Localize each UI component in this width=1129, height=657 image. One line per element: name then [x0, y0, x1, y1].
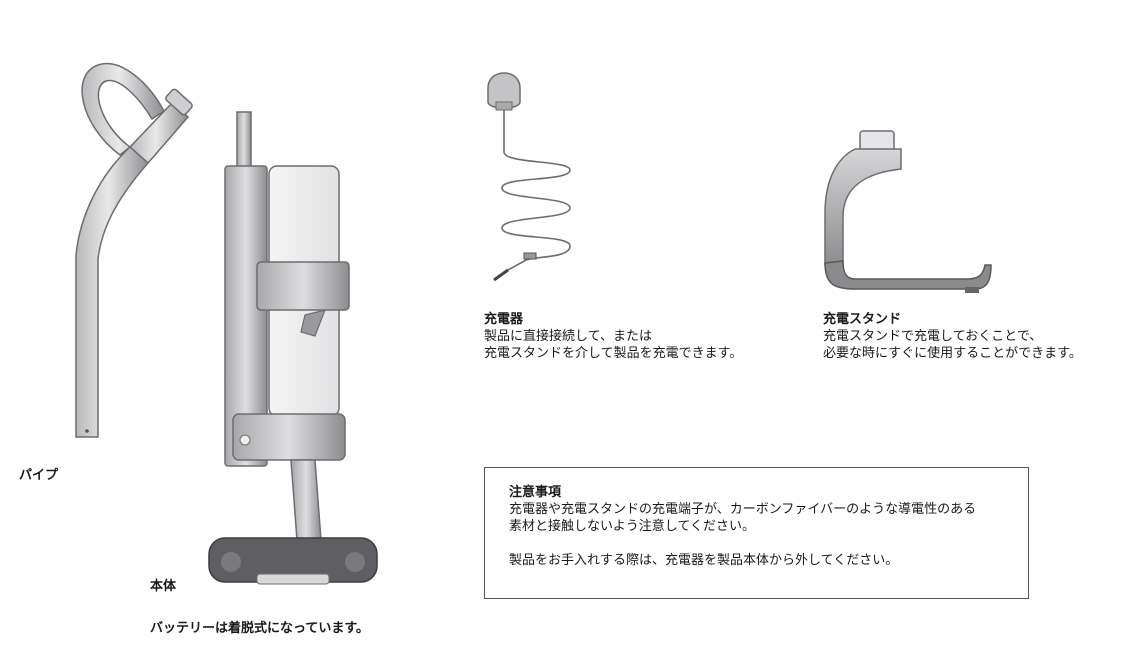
notice-box: 注意事項 充電器や充電スタンドの充電端子が、カーボンファイバーのような導電性のあ… [484, 467, 1029, 599]
notice-title: 注意事項 [509, 485, 562, 500]
stand-desc-line: 必要な時にすぐに使用することができます。 [823, 346, 1082, 361]
notice-line: 充電器や充電スタンドの充電端子が、カーボンファイバーのような導電性のある [509, 502, 977, 517]
charger-desc-line: 製品に直接接続して、または [484, 329, 652, 344]
pipe-label: パイプ [19, 468, 59, 483]
pipe-illustration [75, 62, 193, 438]
notice-line: 製品をお手入れする際は、充電器を製品本体から外してください。 [509, 553, 899, 568]
main-body-illustration [208, 111, 378, 585]
notice-line: 素材と接触しないよう注意してください。 [509, 519, 755, 534]
charger-desc-line: 充電スタンドを介して製品を充電できます。 [484, 346, 743, 361]
stand-desc-line: 充電スタンドで充電しておくことで、 [823, 329, 1043, 344]
stand-caption: 充電スタンド 充電スタンドで充電しておくことで、 必要な時にすぐに使用することが… [823, 311, 1082, 362]
charger-title: 充電器 [484, 312, 524, 327]
body-label: 本体 [150, 579, 177, 594]
battery-note: バッテリーは着脱式になっています。 [150, 621, 370, 636]
charger-caption: 充電器 製品に直接接続して、または 充電スタンドを介して製品を充電できます。 [484, 311, 742, 362]
charger-illustration [487, 72, 571, 282]
stand-title: 充電スタンド [823, 312, 902, 327]
charging-stand-illustration [824, 130, 992, 293]
